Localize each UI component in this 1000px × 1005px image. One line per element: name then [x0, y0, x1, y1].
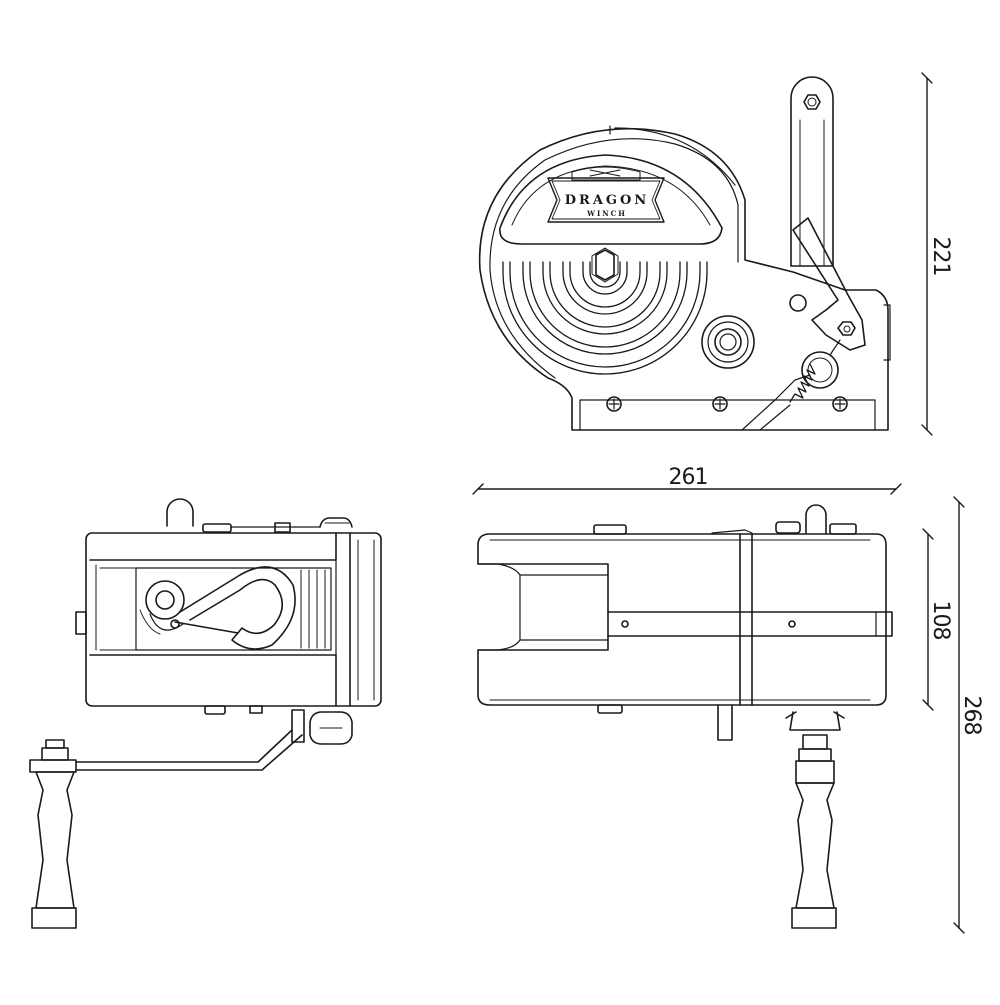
base-bolts	[606, 396, 848, 412]
logo-emblem	[547, 166, 665, 223]
end-crank-handle	[29, 729, 303, 929]
pawl-pivot	[789, 294, 807, 312]
drum-hex-nut	[595, 249, 615, 281]
front-body	[477, 533, 887, 706]
end-top-handle-loop	[166, 498, 194, 527]
gear-hub	[701, 315, 755, 369]
logo-plate	[499, 154, 723, 245]
front-view	[477, 504, 893, 929]
logo-brand-text: DRAGON	[565, 193, 649, 208]
pawl-lever	[792, 217, 866, 351]
end-view	[29, 498, 382, 929]
front-handle-assembly	[785, 711, 845, 929]
side-view: DRAGON WINCH	[478, 76, 891, 431]
dim-108-label: 108	[928, 601, 953, 640]
dim-261-label: 261	[669, 465, 708, 490]
side-housing-outline	[478, 127, 889, 431]
logo-sub-text: WINCH	[586, 209, 627, 218]
front-top-handle-loop	[805, 504, 827, 534]
front-strap	[607, 611, 893, 637]
spring-assembly	[741, 339, 841, 431]
dim-221-label: 221	[928, 237, 953, 276]
end-hook	[139, 566, 296, 650]
drum-ribs	[502, 261, 708, 375]
dim-268-label: 268	[959, 696, 984, 735]
dimension-lines	[472, 72, 965, 934]
